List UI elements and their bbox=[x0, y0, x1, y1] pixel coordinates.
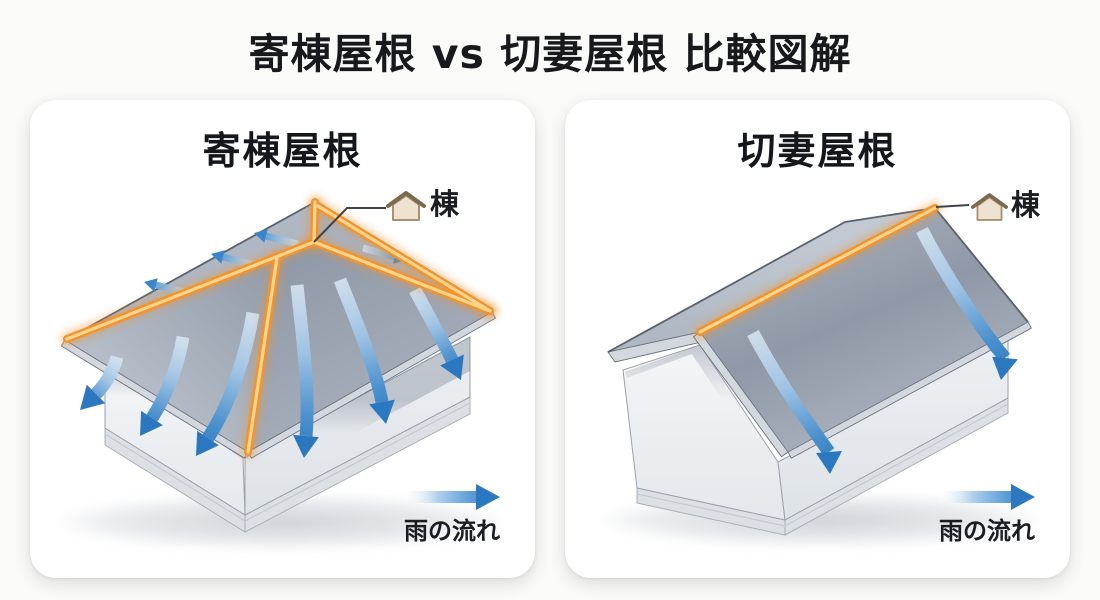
ground-shadow bbox=[52, 494, 508, 550]
hip-roof-panel: 寄棟屋根 bbox=[30, 100, 535, 578]
legend-arrow bbox=[404, 484, 500, 510]
gable-roof-panel: 切妻屋根 bbox=[565, 100, 1070, 578]
gable-roof-diagram bbox=[595, 201, 1045, 547]
hip-roof-title: 寄棟屋根 bbox=[202, 129, 363, 173]
ridge-leader-line bbox=[313, 207, 386, 243]
page-title: 寄棟屋根 vs 切妻屋根 比較図解 bbox=[248, 30, 852, 78]
ridge-label: 棟 bbox=[1011, 188, 1041, 222]
legend-arrow bbox=[939, 484, 1035, 510]
rain-flow-arrows bbox=[747, 227, 1018, 474]
ridge-highlight bbox=[60, 195, 497, 459]
house-icon bbox=[971, 193, 1008, 221]
ridge-leader-line bbox=[935, 204, 970, 208]
house-walls bbox=[104, 336, 471, 533]
legend-label: 雨の流れ bbox=[404, 517, 500, 545]
ridge-label: 棟 bbox=[430, 187, 460, 221]
legend-label: 雨の流れ bbox=[939, 517, 1035, 545]
rain-flow-arrows bbox=[80, 229, 464, 458]
house-walls bbox=[622, 339, 1009, 536]
house-icon bbox=[386, 191, 426, 221]
hip-roof-diagram bbox=[52, 195, 508, 550]
gable-roof-title: 切妻屋根 bbox=[737, 129, 898, 173]
ridge-highlight bbox=[693, 201, 942, 339]
